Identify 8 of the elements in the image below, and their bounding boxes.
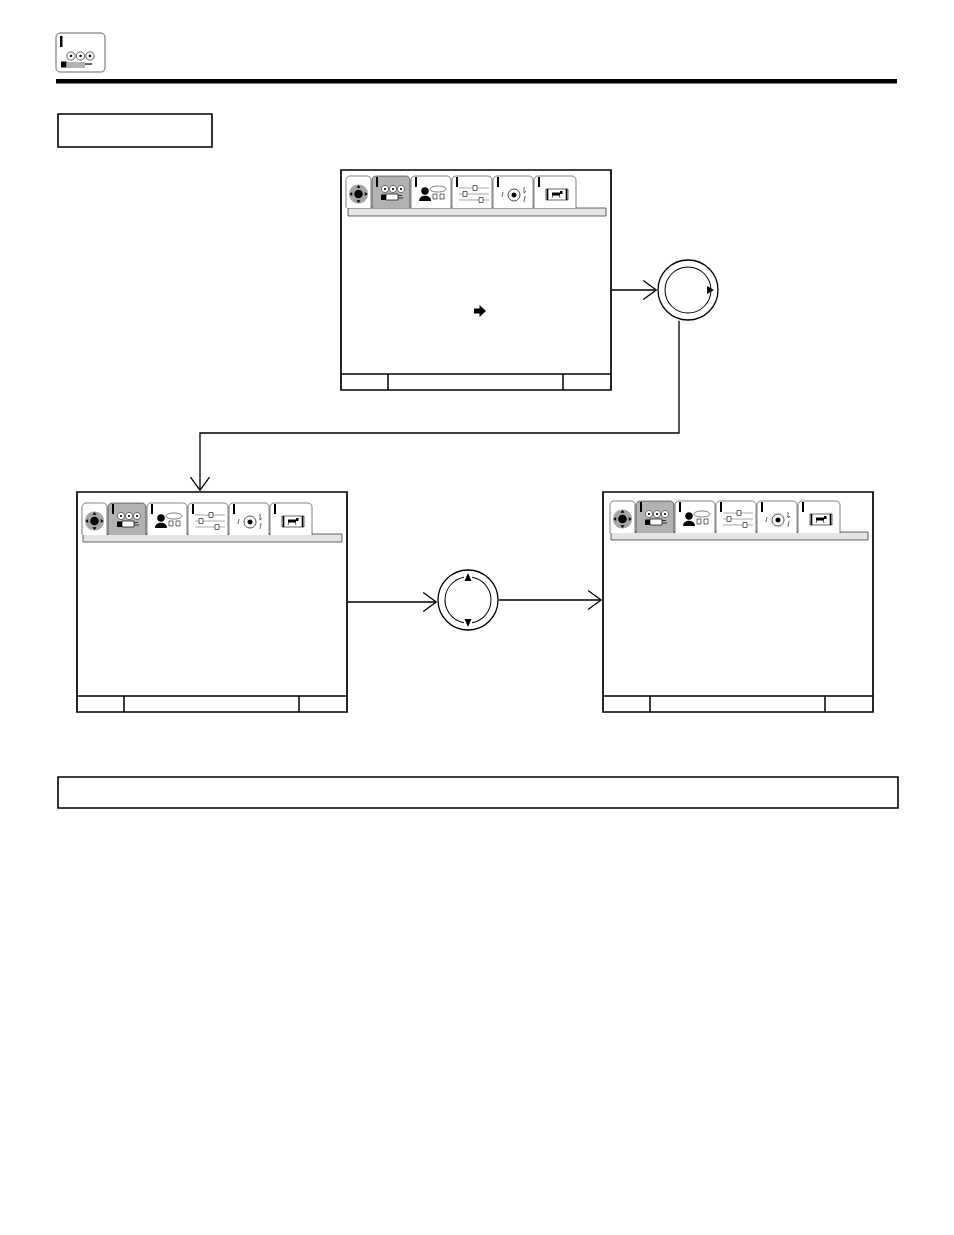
circular-button: [437, 569, 499, 631]
arrow: [189, 320, 680, 492]
circular-button: [657, 259, 719, 321]
arrow: [498, 589, 603, 611]
arrow: [611, 279, 658, 301]
label-box: [57, 113, 213, 148]
arrow: [347, 591, 438, 613]
note-box: [57, 776, 899, 809]
